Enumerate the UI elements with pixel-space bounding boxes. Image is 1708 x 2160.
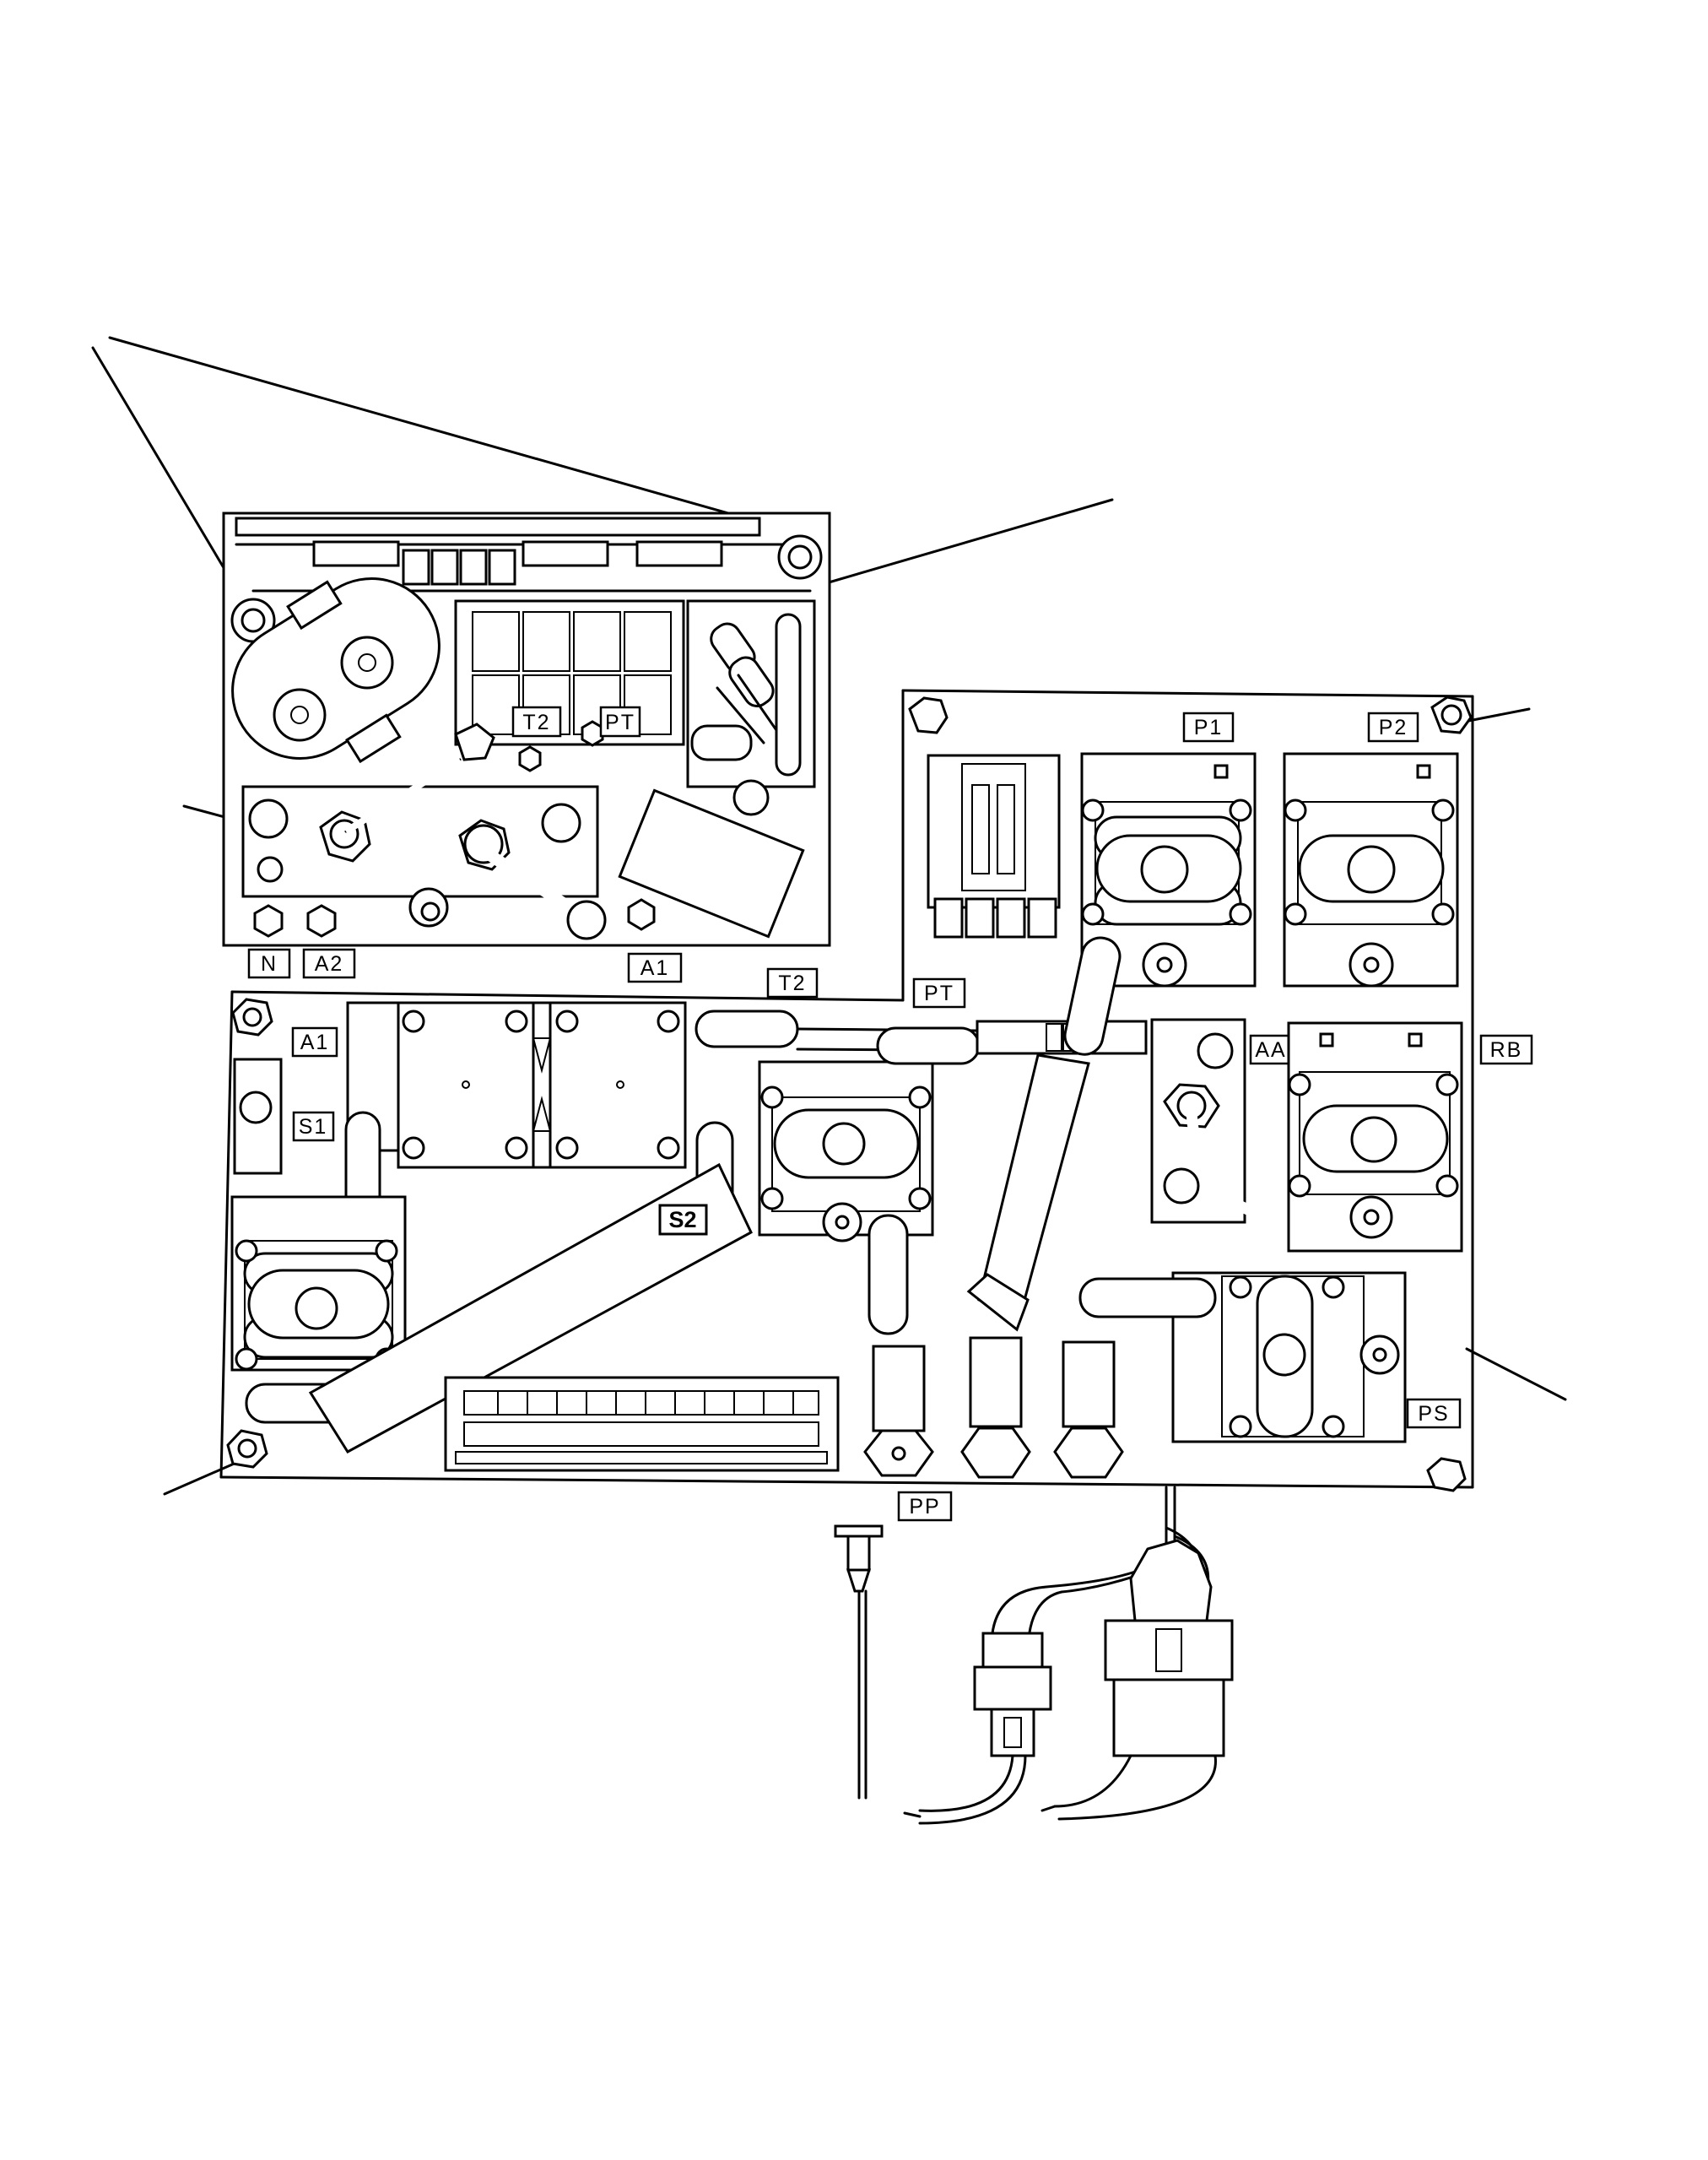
pressure-ports bbox=[863, 1336, 1124, 1479]
leader-line-right-panel bbox=[1465, 1347, 1567, 1401]
label-text: A2 bbox=[315, 952, 344, 976]
valve-icon bbox=[1283, 752, 1459, 988]
hex-nut-icon bbox=[1430, 696, 1473, 734]
accumulator-cover bbox=[231, 577, 441, 764]
upper-valve-panel: T2 PT bbox=[222, 512, 831, 983]
hex-nut-icon bbox=[581, 720, 604, 747]
bottom-terminal-strip bbox=[444, 1376, 840, 1472]
valve-icon bbox=[230, 1195, 407, 1372]
upper-port-block bbox=[241, 785, 599, 898]
hex-nut-icon bbox=[454, 723, 495, 761]
label-a1: A1 bbox=[291, 1026, 338, 1058]
hose-segment bbox=[695, 1010, 799, 1048]
hex-nut-icon bbox=[226, 1429, 268, 1469]
leader-line-upper-right-bolt bbox=[813, 498, 1114, 588]
hex-nut-icon bbox=[908, 696, 949, 734]
electrical-connector-icon bbox=[1040, 1526, 1234, 1821]
label-ps: PS bbox=[1406, 1398, 1462, 1429]
label-text: T2 bbox=[778, 972, 806, 995]
label-text: P2 bbox=[1379, 716, 1408, 739]
hex-nut-icon bbox=[777, 534, 823, 580]
upper-terminal-strip bbox=[251, 540, 812, 593]
hex-nut-icon bbox=[231, 998, 273, 1037]
label-text: RB bbox=[1490, 1038, 1523, 1062]
leader-line-upper-rail bbox=[108, 336, 765, 525]
leader-line-lower-left-bolt bbox=[163, 1460, 240, 1496]
hex-nut-icon bbox=[518, 745, 542, 772]
label-text: A1 bbox=[300, 1031, 330, 1054]
aa-fitting bbox=[1150, 1018, 1297, 1224]
label-aa: AA bbox=[1249, 1034, 1293, 1065]
terminal-block bbox=[927, 754, 1061, 939]
label-text: S2 bbox=[668, 1207, 696, 1232]
hose-segment bbox=[1063, 936, 1122, 1056]
upper-valve-body bbox=[454, 599, 685, 746]
label-text: PT bbox=[605, 711, 635, 734]
label-p2: P2 bbox=[1367, 712, 1419, 743]
label-text: S1 bbox=[299, 1115, 328, 1139]
label-text: A1 bbox=[640, 956, 670, 980]
mid-label-t2: T2 bbox=[766, 967, 819, 999]
label-p1: P1 bbox=[1182, 712, 1235, 743]
main-valve-panel: A1 S1 bbox=[219, 936, 1533, 1522]
hose-segment bbox=[876, 1026, 981, 1065]
upper-label-n: N bbox=[247, 948, 291, 979]
upper-label-a2: A2 bbox=[302, 948, 356, 979]
upper-label-a1: A1 bbox=[627, 952, 683, 983]
hose-segment bbox=[1078, 1277, 1217, 1318]
solenoid-pair bbox=[346, 1001, 687, 1169]
upper-label-pt: PT bbox=[599, 706, 641, 738]
label-text: PP bbox=[909, 1495, 940, 1518]
hose-segment bbox=[966, 1053, 1090, 1332]
valve-icon bbox=[758, 1060, 934, 1242]
label-text: N bbox=[261, 952, 278, 976]
label-pp: PP bbox=[897, 1491, 953, 1522]
hex-nut-icon bbox=[253, 904, 284, 938]
hex-nut-icon bbox=[306, 904, 337, 938]
label-rb: RB bbox=[1479, 1034, 1533, 1065]
s2-bar: S2 bbox=[308, 1162, 753, 1454]
label-text: T2 bbox=[522, 711, 550, 734]
upper-solenoid bbox=[686, 599, 816, 816]
hex-nut-icon bbox=[1426, 1457, 1467, 1492]
mid-label-pt: PT bbox=[912, 977, 966, 1009]
label-text: P1 bbox=[1194, 716, 1224, 739]
label-text: PS bbox=[1418, 1402, 1449, 1426]
label-text: AA bbox=[1255, 1038, 1286, 1062]
hex-nut-icon bbox=[627, 898, 656, 931]
upper-rail bbox=[235, 517, 761, 537]
label-s1: S1 bbox=[292, 1111, 335, 1142]
hose-segment bbox=[868, 1214, 909, 1335]
label-text: PT bbox=[924, 982, 954, 1005]
valve-icon bbox=[1287, 1021, 1463, 1253]
upper-relief-housing bbox=[618, 788, 805, 939]
upper-label-t2: T2 bbox=[511, 706, 562, 738]
pressure-sensor-probe bbox=[834, 1524, 884, 1800]
